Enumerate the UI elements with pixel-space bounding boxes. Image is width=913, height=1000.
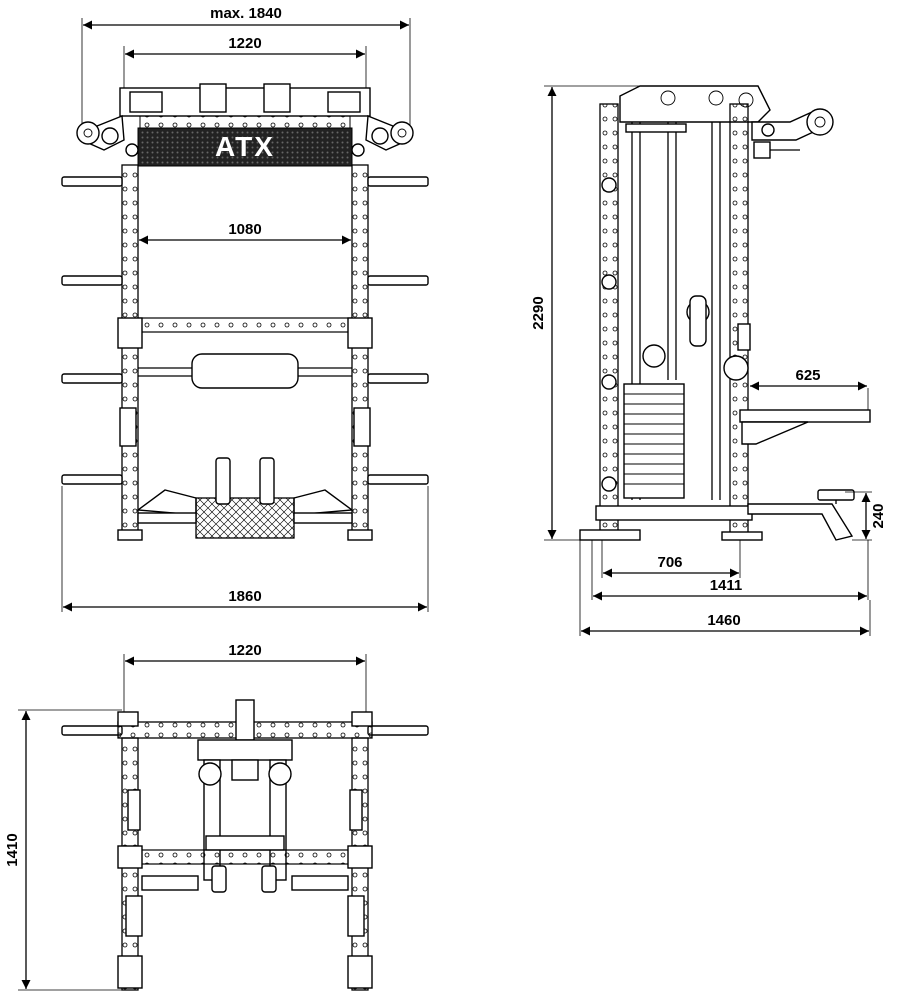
top-right-pad — [291, 875, 349, 891]
dim-foot-height-label: 240 — [870, 503, 887, 528]
dim-height: 2290 — [530, 85, 640, 541]
dim-total-depth-label: 1460 — [707, 612, 740, 629]
foot-plate — [136, 457, 354, 539]
dim-arm-depth-label: 625 — [795, 367, 820, 384]
top-right-horn — [367, 725, 429, 736]
side-view: 2290 — [530, 85, 887, 636]
dim-top-view-depth: 1410 — [4, 709, 122, 991]
dim-depth-label: 1411 — [710, 577, 743, 594]
top-left-horn — [61, 725, 123, 736]
right-safety — [353, 407, 371, 447]
side-leg-arm — [723, 323, 871, 445]
top-left-attachment — [127, 789, 141, 831]
right-pulley-arm — [351, 114, 414, 157]
side-rear-upright — [729, 103, 749, 537]
dim-depth: 1411 — [591, 540, 869, 601]
dim-top-width-label: 1220 — [228, 35, 261, 52]
weight-stack — [623, 295, 710, 499]
leg-roller-pad — [138, 353, 352, 389]
dim-inner-width-label: 1080 — [228, 221, 261, 238]
side-base — [579, 489, 855, 541]
top-header: ATX — [119, 83, 371, 167]
dim-arm-depth: 625 — [750, 367, 869, 410]
dim-inner-depth: 706 — [601, 540, 741, 578]
dim-top-view-depth-label: 1410 — [4, 833, 21, 866]
top-right-attachment — [349, 789, 363, 831]
right-jcup — [347, 317, 373, 349]
dim-foot-height: 240 — [845, 491, 887, 541]
side-pulley-arm — [751, 108, 834, 159]
left-pulley-arm — [76, 114, 139, 157]
weight-horns — [61, 176, 429, 485]
front-view: max. 1840 1220 ATX — [61, 5, 429, 612]
brand-logo: ATX — [215, 131, 275, 162]
dim-total-width: 1860 — [61, 486, 429, 612]
dim-inner-depth-label: 706 — [657, 554, 682, 571]
dim-inner-width: 1080 — [139, 221, 351, 245]
dim-height-label: 2290 — [530, 296, 547, 329]
dim-max-width: max. 1840 — [81, 5, 411, 130]
dim-top-view-width-label: 1220 — [228, 642, 261, 659]
dim-top-view-width: 1220 — [123, 642, 367, 712]
top-left-pad — [141, 875, 199, 891]
dim-total-width-label: 1860 — [228, 588, 261, 605]
top-view: 1220 1410 — [4, 642, 429, 991]
front-crossbar — [137, 317, 353, 333]
dim-total-depth: 1460 — [579, 540, 871, 636]
dim-top-width: 1220 — [123, 35, 367, 95]
dim-max-width-label: max. 1840 — [210, 5, 282, 22]
left-jcup — [117, 317, 143, 349]
left-safety — [119, 407, 137, 447]
top-mid-bar — [137, 849, 353, 865]
side-front-upright — [599, 103, 619, 537]
